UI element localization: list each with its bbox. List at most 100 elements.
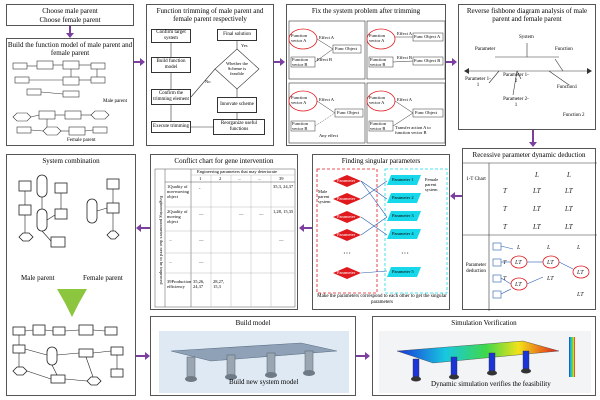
female-system-label: Female parent system bbox=[425, 177, 439, 192]
fix-transfer-text: Transfer action A to function vector B bbox=[395, 125, 431, 135]
red-param-1: Parameter bbox=[337, 178, 356, 183]
yes-label: Yes bbox=[241, 43, 248, 48]
fishbone-p21: Parameter 2-1 bbox=[503, 97, 529, 108]
conflict-col-1: 1 bbox=[199, 176, 202, 181]
recessive-deduction-label: Parameter deduction bbox=[465, 263, 487, 274]
combination-diagram bbox=[12, 174, 124, 386]
combination-panel: System combination bbox=[6, 154, 136, 396]
trimming-title: Function trimming of male parent and fem… bbox=[156, 7, 264, 23]
conflict-row-1-name: 1Quality of non-moving object bbox=[167, 184, 189, 199]
fix-effect-b-2: Effect B bbox=[397, 55, 413, 60]
svg-text:LT: LT bbox=[514, 260, 522, 266]
red-param-4: Parameter bbox=[337, 232, 356, 237]
fishbone-system: System bbox=[519, 35, 534, 40]
fix-vector-a-2: Function vector A bbox=[369, 33, 386, 43]
svg-text:T: T bbox=[503, 205, 508, 213]
conflict-col-5: 39 bbox=[279, 176, 284, 181]
red-param-5: Parameter bbox=[337, 270, 356, 275]
conflict-row-1-c1: - bbox=[199, 186, 201, 191]
fishbone-lines bbox=[464, 43, 592, 96]
svg-text:LT: LT bbox=[532, 205, 542, 213]
fix-func-object-4: Func Object bbox=[415, 110, 438, 115]
recessive-chart-label: 1-T Chart bbox=[466, 177, 486, 182]
conflict-row-5-name: 39Production efficiency bbox=[167, 279, 192, 289]
fix-any-effect: Any effect bbox=[319, 133, 339, 138]
fix-effect-a-3: Effect A bbox=[319, 97, 335, 102]
confirm-element-box: Confirm the trimming element bbox=[151, 89, 191, 105]
red-param-2: Parameter bbox=[337, 196, 356, 201]
singular-panel: Finding singular parameters Male parent bbox=[312, 154, 450, 310]
svg-text:LT: LT bbox=[564, 223, 574, 231]
svg-text:T: T bbox=[503, 276, 507, 282]
choose-parent-panel: Choose male parent Choose female parent bbox=[6, 4, 134, 26]
conflict-row-2-c1: — bbox=[199, 211, 204, 216]
build-model-title: Build model bbox=[235, 319, 271, 327]
final-solution-box: Final solution bbox=[217, 29, 257, 41]
conflict-row-2-c5: 1,28, 15,35 bbox=[273, 209, 294, 214]
cyan-param-3: Parameter 3 bbox=[392, 213, 414, 218]
cyan-param-4: Parameter 4 bbox=[392, 231, 414, 236]
fishbone-f2: Function 2 bbox=[563, 113, 585, 118]
red-dots: ··· bbox=[343, 249, 351, 258]
conflict-row-3-name: ... bbox=[169, 237, 173, 242]
fix-func-object-3: Func Object bbox=[337, 110, 360, 115]
female-parent-label: Female parent bbox=[67, 138, 96, 143]
svg-text:T: T bbox=[503, 223, 508, 231]
cyan-param-2: Parameter 2 bbox=[392, 195, 414, 200]
build-model-panel: Build model Build new system model bbox=[150, 316, 356, 396]
conflict-row-2-c3: — bbox=[239, 211, 244, 216]
function-model-panel: Build the function model of male parent … bbox=[6, 38, 134, 146]
fix-vector-a-3: Function vector A bbox=[291, 95, 308, 105]
conflict-title: Conflict chart for gene intervention bbox=[174, 157, 274, 165]
svg-text:LT: LT bbox=[532, 187, 542, 195]
svg-text:LT: LT bbox=[564, 187, 574, 195]
build-function-model-box: Build function model bbox=[151, 57, 191, 73]
trimming-flow-lines bbox=[170, 41, 260, 128]
conflict-header: Engineering parameters that may deterior… bbox=[197, 169, 277, 174]
fix-vector-b-2: Function vector B bbox=[370, 57, 387, 67]
conflict-col-4: ... bbox=[258, 176, 262, 181]
svg-text:L: L bbox=[546, 245, 551, 251]
svg-text:L: L bbox=[534, 171, 539, 179]
conflict-panel: Conflict chart for gene intervention Eng… bbox=[150, 154, 298, 310]
fix-effect-b-1: Effect B bbox=[317, 57, 333, 62]
fix-vector-b-4: Function vector B bbox=[370, 121, 387, 131]
conflict-col-2: 2 bbox=[219, 176, 222, 181]
cyan-dots: ··· bbox=[401, 249, 409, 258]
simulation-panel: Simulation Verification Dynamic bbox=[372, 316, 596, 396]
simulation-caption: Dynamic simulation verifies the feasibil… bbox=[431, 380, 551, 388]
red-param-3: Parameter bbox=[337, 214, 356, 219]
recessive-title: Recessive parameter dynamic deduction bbox=[472, 151, 586, 159]
fishbone-title: Reverse fishbone diagram analysis of mal… bbox=[466, 7, 588, 23]
svg-text:L: L bbox=[576, 245, 581, 251]
no-label: No bbox=[205, 79, 211, 84]
fix-panel: Fix the system problem after trimming Fu… bbox=[286, 4, 446, 146]
combination-female-label: Female parent bbox=[83, 274, 123, 282]
reorganize-box: Reorganize useful functions bbox=[213, 119, 265, 135]
conflict-row-2-name: 2Quality of moving object bbox=[167, 209, 188, 224]
choose-female-title: Choose female parent bbox=[39, 16, 101, 24]
trimming-panel: Function trimming of male parent and fem… bbox=[146, 4, 274, 146]
whether-feasible-text: Whether the Scheme is feasible bbox=[225, 61, 249, 76]
male-parent-label: Male parent bbox=[103, 99, 128, 104]
singular-diagram bbox=[316, 168, 448, 294]
conflict-row-5-c2: 28,27, 15,3 bbox=[213, 279, 225, 289]
male-model-diagram bbox=[12, 60, 110, 136]
conflict-row-4-name: ... bbox=[169, 259, 173, 264]
fix-func-object-1: Func Object bbox=[335, 46, 358, 51]
choose-male-title: Choose male parent bbox=[42, 7, 98, 15]
fix-diagrams bbox=[288, 20, 446, 144]
combination-title: System combination bbox=[42, 157, 100, 165]
fix-vector-a-1: Function vector A bbox=[291, 33, 308, 43]
simulation-render bbox=[379, 331, 591, 393]
